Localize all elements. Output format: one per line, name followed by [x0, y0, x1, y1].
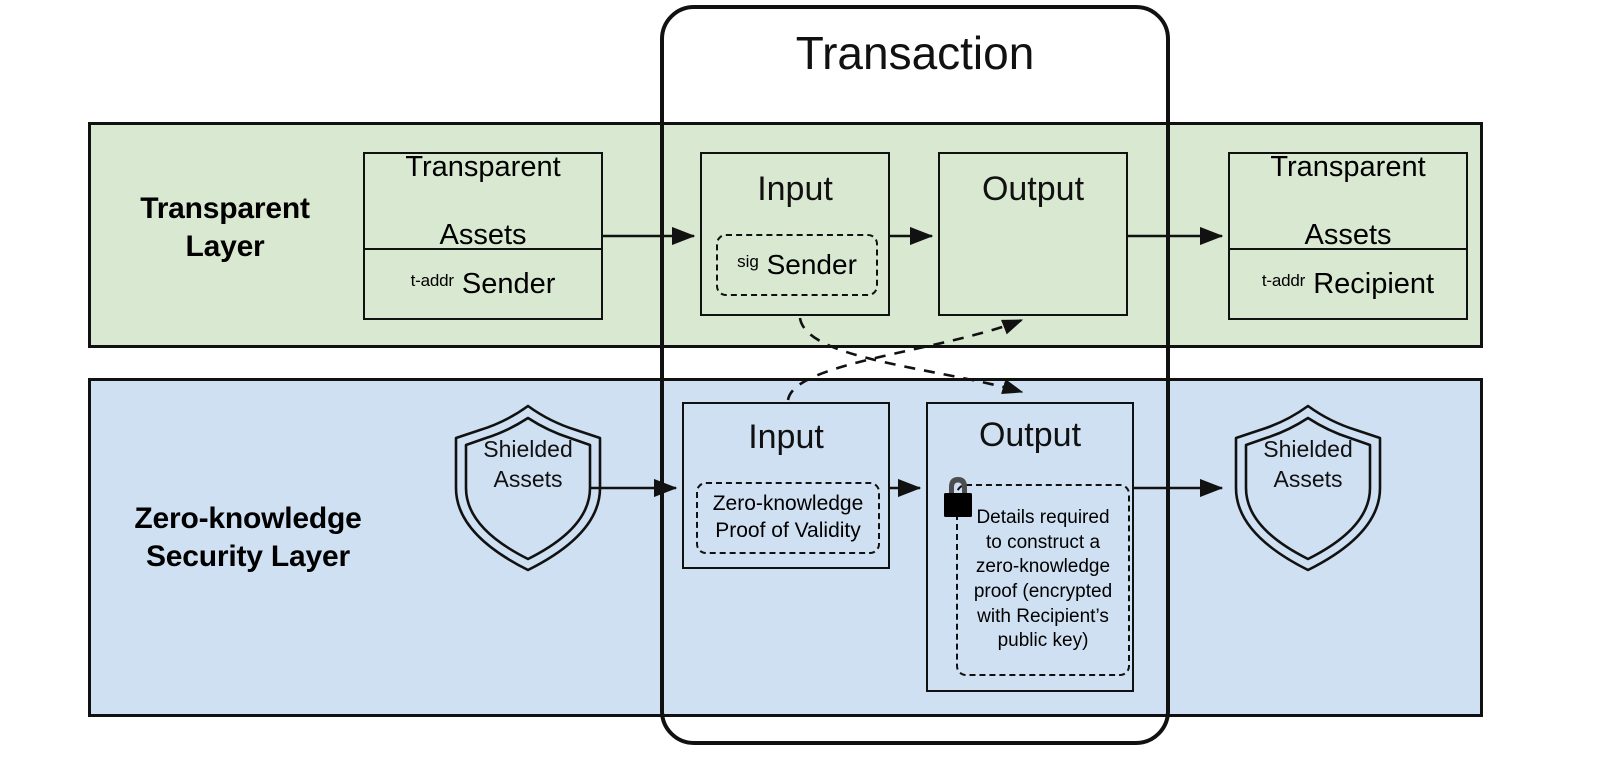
zero-knowledge-layer-title: Zero-knowledge Security Layer: [108, 500, 388, 575]
transaction-title: Transaction: [795, 27, 1035, 79]
shield-icon-right: [1234, 404, 1382, 572]
sender-assets-title-line2: Assets: [439, 219, 527, 252]
zk-output-details-text: Details required to construct a zero-kno…: [973, 506, 1113, 652]
zk-proof-line2: Proof of Validity: [715, 519, 861, 542]
sender-transparent-assets-box: Transparent Assets t-addr Sender: [363, 151, 603, 320]
transparent-input-box: Input sig Sender: [700, 152, 890, 316]
zk-input-box: Input Zero-knowledge Proof of Validity: [682, 402, 890, 569]
transparent-input-title: Input: [757, 170, 833, 208]
zk-proof-chip: Zero-knowledge Proof of Validity: [696, 482, 880, 554]
transparent-output-box: Output: [938, 152, 1128, 316]
shielded-assets-left: Shielded Assets: [448, 402, 608, 574]
zk-input-title: Input: [748, 418, 824, 456]
sender-addr-prefix: t-addr: [410, 270, 454, 290]
zk-output-box: Output Details required to construct a z…: [926, 402, 1134, 692]
transparent-layer-title: Transparent Layer: [110, 190, 340, 265]
zk-output-title: Output: [978, 416, 1082, 454]
signature-party: Sender: [766, 249, 857, 280]
sender-address-row: t-addr Sender: [365, 250, 601, 318]
recipient-addr-party: Recipient: [1313, 267, 1435, 300]
recipient-assets-title-line1: Transparent: [1270, 150, 1426, 183]
recipient-transparent-assets-box: Transparent Assets t-addr Recipient: [1228, 151, 1468, 320]
recipient-assets-title: Transparent Assets: [1230, 151, 1466, 252]
shielded-assets-right: Shielded Assets: [1228, 402, 1388, 574]
recipient-addr-prefix: t-addr: [1261, 270, 1306, 290]
transparent-layer-title-line1: Transparent: [140, 192, 310, 225]
padlock-icon: [938, 474, 978, 520]
zk-proof-line1: Zero-knowledge: [712, 492, 864, 516]
zk-layer-title-line2: Security Layer: [146, 539, 350, 573]
zk-output-details-chip: Details required to construct a zero-kno…: [956, 484, 1130, 676]
sender-addr-party: Sender: [461, 267, 556, 300]
sender-assets-title-line1: Transparent: [405, 150, 561, 183]
recipient-assets-title-line2: Assets: [1304, 219, 1392, 252]
signature-prefix: sig: [737, 251, 759, 271]
zk-layer-title-line1: Zero-knowledge: [134, 502, 362, 535]
shield-icon-left: [454, 404, 602, 572]
transparent-layer-title-line2: Layer: [185, 229, 265, 263]
recipient-address-row: t-addr Recipient: [1230, 250, 1466, 318]
transparent-output-title: Output: [981, 170, 1085, 208]
transparent-input-signature-chip: sig Sender: [716, 234, 878, 296]
sender-assets-title: Transparent Assets: [365, 151, 601, 252]
